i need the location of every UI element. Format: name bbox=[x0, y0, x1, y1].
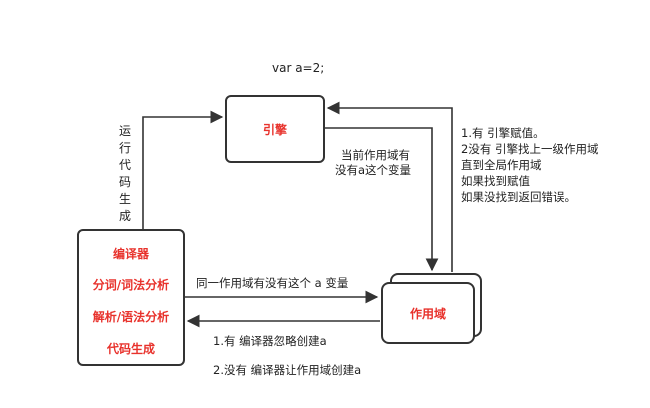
engine-to-scope-arrow bbox=[325, 127, 439, 272]
scope-reply-note-line1: 1.有 引擎赋值。 bbox=[461, 126, 545, 140]
run-code-arrow bbox=[142, 110, 224, 230]
compiler-reply-note-1: 1.有 编译器忽略创建a bbox=[213, 334, 327, 348]
engine-node: 引擎 bbox=[225, 95, 325, 163]
scope-reply-note-line4: 如果找到赋值 bbox=[461, 174, 530, 188]
scope-label: 作用域 bbox=[409, 307, 446, 321]
compiler-reply-note-2: 2.没有 编译器让作用域创建a bbox=[213, 363, 362, 377]
engine-label: 引擎 bbox=[262, 123, 287, 137]
scope-reply-note-line2: 2没有 引擎找上一级作用域 bbox=[461, 142, 599, 156]
scope-reply-note-line3: 直到全局作用域 bbox=[461, 158, 542, 172]
code-line: var a=2; bbox=[272, 61, 325, 75]
compiler-node: 编译器 分词/词法分析 解析/语法分析 代码生成 bbox=[77, 229, 185, 366]
compiler-title: 编译器 bbox=[112, 247, 149, 261]
compiler-step-codegen: 代码生成 bbox=[106, 342, 155, 356]
compiler-step-tokenize: 分词/词法分析 bbox=[92, 278, 170, 292]
engine-query-note-line1: 当前作用域有 bbox=[341, 148, 410, 162]
scope-node: 作用域 bbox=[381, 282, 475, 344]
compiler-query-note: 同一作用域有没有这个 a 变量 bbox=[196, 276, 349, 290]
scope-reply-note-line5: 如果没找到返回错误。 bbox=[461, 190, 576, 204]
engine-query-note-line2: 没有a这个变量 bbox=[335, 163, 412, 177]
compiler-step-parse: 解析/语法分析 bbox=[92, 310, 170, 324]
scope-to-engine-arrow bbox=[326, 101, 453, 272]
run-code-label: 运 行 代 码 生 成 bbox=[118, 124, 131, 223]
